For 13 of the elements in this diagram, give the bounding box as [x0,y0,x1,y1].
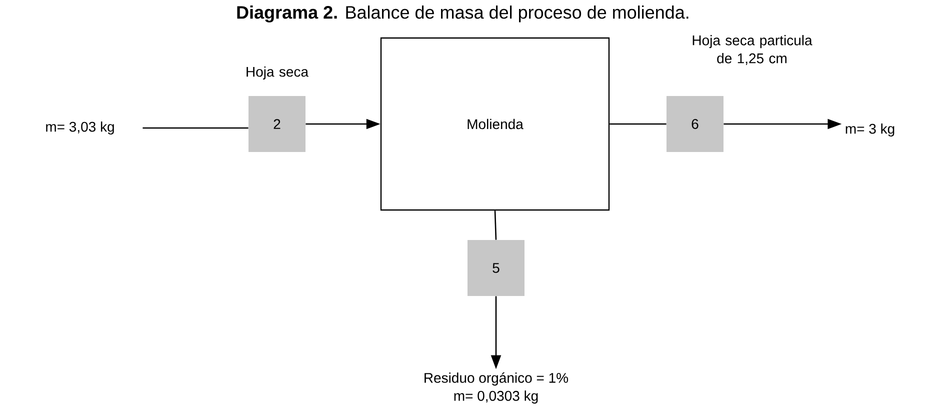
stream-box: 6 [666,96,724,152]
stream-label: Residuo orgánico = 1% m= 0,0303 kg [424,372,568,404]
connector-line [142,127,248,129]
connector-line [610,123,666,125]
stream-caption: Hoja seca [246,66,309,80]
title: Diagrama 2. Balance de masa del proceso de molienda. [237,6,688,22]
stream-label: m= 3 kg [846,123,894,137]
stream-label: m= 3,03 kg [46,121,114,135]
connector-line [494,210,497,240]
stream-caption: Hoja seca particula de 1,25 cm [692,35,812,65]
stream-box: 2 [248,96,306,152]
process-box: Molienda [380,37,610,211]
stream-box: 5 [468,240,524,296]
